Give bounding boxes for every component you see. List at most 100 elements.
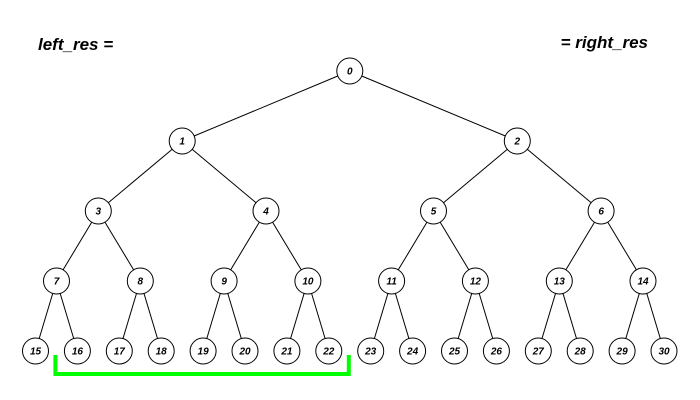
tree-node-circle [650, 337, 678, 365]
tree-node-27: 27 [524, 337, 552, 365]
tree-node-label: 19 [198, 347, 210, 358]
tree-node-circle [420, 197, 447, 225]
tree-node-22: 22 [315, 337, 343, 365]
tree-node-23: 23 [357, 337, 385, 365]
tree-node-28: 28 [566, 337, 594, 365]
tree-node-label: 18 [156, 347, 168, 358]
tree-node-circle [629, 267, 657, 295]
tree-node-circle [84, 197, 112, 225]
tree-node-20: 20 [231, 337, 259, 365]
tree-node-circle [63, 337, 91, 365]
tree-node-15: 15 [22, 337, 49, 365]
tree-node-circle [147, 337, 175, 365]
tree-node-circle [43, 267, 70, 295]
tree-edge-4-10 [272, 221, 302, 271]
tree-edge-0-1 [193, 75, 338, 137]
tree-node-circle [524, 337, 552, 365]
tree-edge-8-17 [122, 293, 137, 339]
tree-edge-9-20 [227, 293, 242, 339]
tree-node-circle [315, 337, 343, 365]
tree-node-circle [126, 267, 154, 295]
tree-node-25: 25 [441, 337, 468, 365]
tree-node-30: 30 [650, 337, 678, 365]
tree-node-label: 16 [72, 347, 84, 358]
tree-node-circle [105, 337, 133, 365]
tree-node-29: 29 [608, 337, 636, 365]
tree-node-2: 2 [503, 127, 531, 155]
tree-node-9: 9 [210, 267, 238, 295]
tree-node-label: 17 [114, 347, 126, 358]
tree-node-19: 19 [189, 337, 217, 365]
tree-node-circle [441, 337, 468, 365]
tree-node-24: 24 [399, 337, 427, 365]
tree-node-label: 13 [554, 277, 566, 288]
tree-node-label: 5 [431, 207, 437, 218]
tree-node-11: 11 [378, 267, 406, 295]
tree-node-12: 12 [461, 267, 489, 295]
tree-node-circle [294, 267, 322, 295]
tree-edge-14-30 [646, 293, 661, 339]
tree-node-13: 13 [545, 267, 573, 295]
tree-edge-12-25 [457, 293, 473, 339]
tree-node-label: 15 [30, 347, 42, 358]
tree-node-label: 20 [238, 347, 251, 358]
tree-node-label: 25 [448, 347, 461, 358]
tree-node-label: 26 [490, 347, 503, 358]
tree-node-14: 14 [629, 267, 657, 295]
left-res-label: left_res = [38, 35, 113, 54]
tree-node-circle [566, 337, 594, 365]
tree-node-10: 10 [294, 267, 322, 295]
tree-node-circle [252, 197, 280, 225]
tree-node-label: 12 [470, 277, 482, 288]
tree-node-label: 8 [138, 277, 144, 288]
tree-node-label: 23 [364, 347, 377, 358]
tree-edge-7-16 [59, 293, 75, 339]
tree-edge-8-18 [143, 293, 158, 339]
tree-node-label: 29 [616, 347, 629, 358]
tree-edge-1-3 [107, 148, 173, 204]
tree-node-label: 2 [514, 137, 521, 148]
tree-node-4: 4 [252, 197, 280, 225]
tree-node-label: 10 [302, 277, 314, 288]
tree-node-circle [22, 337, 49, 365]
tree-edge-9-19 [206, 293, 221, 339]
tree-edge-13-27 [541, 293, 556, 339]
tree-node-circle [273, 337, 301, 365]
tree-edge-10-21 [290, 293, 305, 339]
tree-edge-6-13 [565, 221, 595, 271]
tree-node-17: 17 [105, 337, 133, 365]
range-highlight-bracket [53, 355, 351, 376]
tree-node-circle [189, 337, 217, 365]
tree-edge-14-29 [625, 293, 640, 339]
tree-node-label: 22 [322, 347, 335, 358]
tree-node-label: 11 [386, 277, 397, 288]
tree-edge-11-23 [373, 293, 389, 339]
tree-edge-1-4 [191, 148, 257, 204]
tree-node-18: 18 [147, 337, 175, 365]
tree-node-label: 0 [347, 67, 353, 78]
tree-edge-5-12 [439, 221, 470, 271]
tree-node-label: 7 [54, 277, 60, 288]
tree-node-circle [482, 337, 510, 365]
tree-node-label: 30 [658, 347, 670, 358]
tree-node-8: 8 [126, 267, 154, 295]
tree-node-circle [336, 57, 364, 85]
tree-node-0: 0 [336, 57, 364, 85]
tree-node-label: 21 [280, 347, 293, 358]
tree-node-7: 7 [43, 267, 70, 295]
tree-node-label: 27 [532, 347, 545, 358]
tree-node-6: 6 [587, 197, 615, 225]
tree-node-circle [357, 337, 385, 365]
tree-node-label: 28 [574, 347, 587, 358]
tree-node-label: 24 [406, 347, 419, 358]
tree-node-circle [168, 127, 196, 155]
tree-node-circle [231, 337, 259, 365]
tree-edge-4-9 [230, 221, 260, 271]
tree-edge-0-2 [361, 75, 506, 137]
tree-edge-6-14 [607, 221, 637, 271]
tree-node-label: 6 [598, 207, 604, 218]
tree-node-circle [545, 267, 573, 295]
tree-edges [38, 75, 661, 339]
